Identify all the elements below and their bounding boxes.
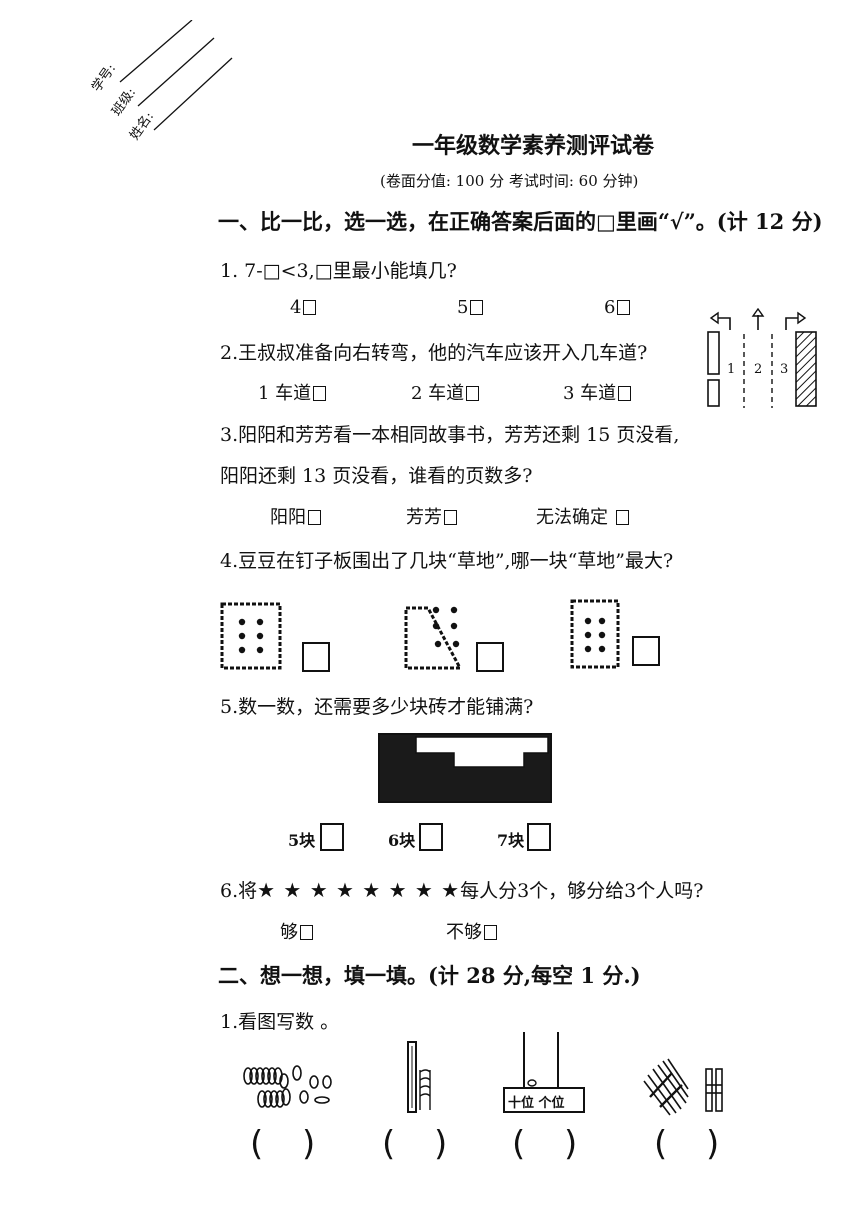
q3-option-a[interactable]: 阳阳	[270, 503, 321, 529]
bundle-picture	[642, 1055, 742, 1117]
section1-heading: 一、比一比，选一选，在正确答案后面的□里画“√”。(计 12 分)	[218, 209, 823, 234]
q5-option-a-label: 5块	[288, 831, 316, 850]
q6-option-a[interactable]: 够	[280, 918, 313, 944]
q4-answer-box-c[interactable]	[632, 636, 660, 666]
geoboard-c	[566, 597, 626, 673]
q5-option-c[interactable]: 7块	[497, 827, 524, 851]
right-turn-arrow-icon	[797, 311, 807, 325]
lane-label-1: 1	[727, 362, 736, 377]
q1-option-b[interactable]: 5	[457, 297, 484, 318]
q5-answer-box-a[interactable]	[320, 823, 344, 851]
checkbox[interactable]	[444, 510, 457, 525]
q5-option-b-label: 6块	[388, 831, 416, 850]
q6-prefix: 6.将	[220, 880, 258, 902]
geoboard-a	[218, 600, 288, 676]
left-curb-lower	[707, 379, 720, 407]
counters-picture	[242, 1063, 342, 1113]
answer-blank-2-close: )	[434, 1124, 448, 1164]
q3-option-c-label: 无法确定	[536, 507, 614, 528]
q3-option-c[interactable]: 无法确定	[536, 503, 629, 529]
geoboard-b	[400, 600, 470, 676]
q2-option-b-label: 2 车道	[411, 383, 465, 404]
brick-figure	[378, 733, 553, 803]
answer-blank-4-close: )	[706, 1124, 720, 1164]
q6-suffix: 每人分3个，够分给3个人吗?	[460, 880, 704, 902]
empty-region	[415, 736, 549, 768]
left-curb	[707, 331, 720, 375]
q1-option-c-label: 6	[604, 297, 616, 318]
q5-answer-box-c[interactable]	[527, 823, 551, 851]
q6-option-a-label: 够	[280, 922, 298, 943]
q5-option-b[interactable]: 6块	[388, 827, 415, 851]
page-subtitle: (卷面分值: 100 分 考试时间: 60 分钟)	[380, 172, 639, 190]
lane-diagram-svg	[707, 307, 817, 408]
answer-blank-3-open: (	[512, 1124, 526, 1164]
star-icon: ★ ★ ★ ★ ★ ★ ★ ★	[257, 878, 461, 902]
q4-answer-box-b[interactable]	[476, 642, 504, 672]
q5-text: 5.数一数，还需要多少块砖才能铺满?	[220, 696, 534, 718]
q6-option-b[interactable]: 不够	[446, 918, 497, 944]
q3-text-line1: 3.阳阳和芳芳看一本相同故事书，芳芳还剩 15 页没看,	[220, 424, 680, 446]
student-info-lines	[119, 19, 233, 131]
q2-text: 2.王叔叔准备向右转弯，他的汽车应该开入几车道?	[220, 342, 648, 364]
checkbox[interactable]	[308, 510, 321, 525]
answer-blank-1-close: )	[302, 1124, 316, 1164]
checkbox[interactable]	[470, 300, 484, 315]
q4-answer-box-a[interactable]	[302, 642, 330, 672]
checkbox[interactable]	[300, 925, 313, 940]
q3-option-b-label: 芳芳	[406, 507, 442, 528]
q1-text: 1. 7-□<3,□里最小能填几?	[220, 260, 457, 282]
left-turn-arrow-icon	[709, 311, 719, 325]
abacus-label: 十位 个位	[508, 1096, 565, 1111]
answer-blank-2-open: (	[382, 1124, 396, 1164]
q2-option-c[interactable]: 3 车道	[563, 379, 632, 405]
s2-q1-text: 1.看图写数 。	[220, 1011, 340, 1033]
q2-option-a[interactable]: 1 车道	[258, 379, 327, 405]
section2-heading: 二、想一想，填一填。(计 28 分,每空 1 分.)	[218, 963, 641, 988]
q5-option-a[interactable]: 5块	[288, 827, 315, 851]
lane-label-3: 3	[780, 362, 789, 377]
checkbox[interactable]	[303, 300, 317, 315]
checkbox[interactable]	[484, 925, 497, 940]
page-title: 一年级数学素养测评试卷	[412, 133, 655, 159]
q3-option-a-label: 阳阳	[270, 507, 306, 528]
answer-blank-1-open: (	[250, 1124, 264, 1164]
student-info-block: 学号: 班级: 姓名:	[80, 19, 250, 170]
checkbox[interactable]	[615, 510, 629, 525]
q3-option-b[interactable]: 芳芳	[406, 503, 457, 529]
lane-label-2: 2	[754, 362, 763, 377]
q5-answer-box-b[interactable]	[419, 823, 443, 851]
answer-blank-4-open: (	[654, 1124, 668, 1164]
q6-option-b-label: 不够	[446, 922, 482, 943]
q1-option-c[interactable]: 6	[604, 297, 631, 318]
q6-text: 6.将★ ★ ★ ★ ★ ★ ★ ★每人分3个，够分给3个人吗?	[220, 876, 703, 903]
checkbox[interactable]	[466, 386, 480, 401]
q2-option-c-label: 3 车道	[563, 383, 617, 404]
checkbox[interactable]	[618, 386, 632, 401]
q1-option-b-label: 5	[457, 297, 469, 318]
lane-diagram: 1 2 3	[700, 307, 820, 412]
q2-option-b[interactable]: 2 车道	[411, 379, 480, 405]
checkbox[interactable]	[617, 300, 631, 315]
q1-option-a[interactable]: 4	[290, 297, 317, 318]
q3-text-line2: 阳阳还剩 13 页没看，谁看的页数多?	[220, 465, 533, 487]
answer-blank-3-close: )	[564, 1124, 578, 1164]
q4-text: 4.豆豆在钉子板围出了几块“草地”,哪一块“草地”最大?	[220, 550, 674, 572]
right-barrier	[795, 331, 817, 407]
sticks-picture	[404, 1040, 444, 1115]
q5-option-c-label: 7块	[497, 831, 525, 850]
straight-arrow-icon	[751, 307, 765, 317]
checkbox[interactable]	[313, 386, 327, 401]
q1-option-a-label: 4	[290, 297, 302, 318]
q2-option-a-label: 1 车道	[258, 383, 312, 404]
abacus-picture: 十位 个位	[502, 1030, 588, 1115]
